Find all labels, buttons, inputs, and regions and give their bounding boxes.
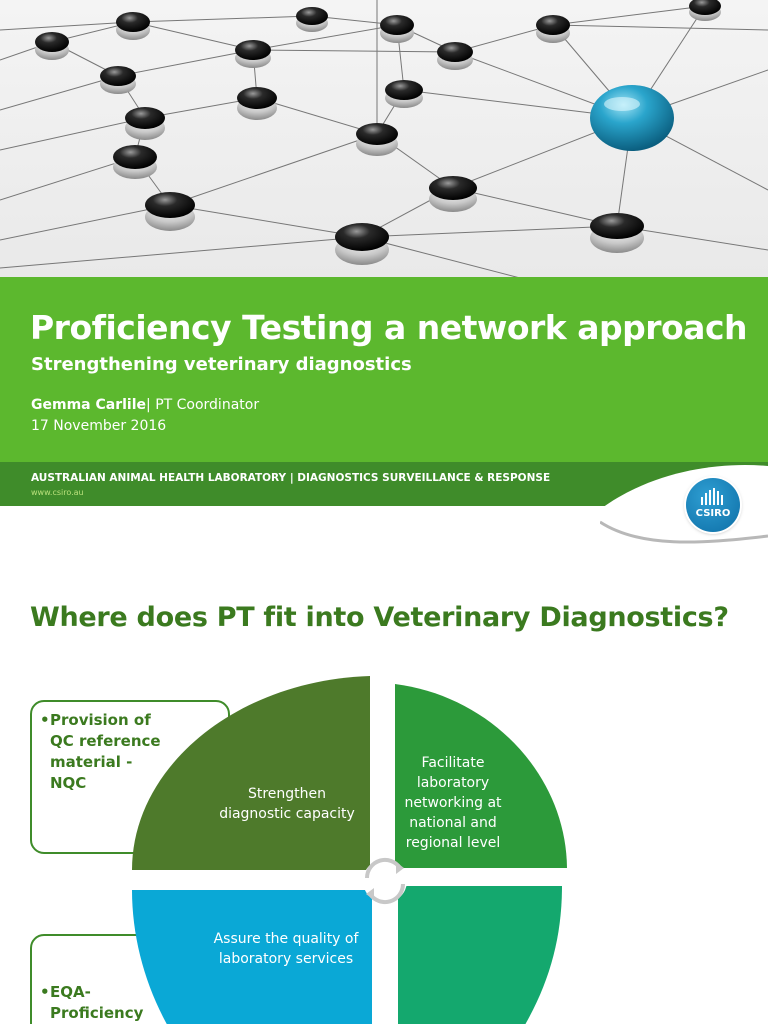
csiro-logo: CSIRO (686, 478, 740, 532)
author-separator: | (146, 397, 151, 413)
bullet-dot: • (40, 983, 50, 1001)
csiro-logo-icon (701, 488, 723, 505)
content-slide: Where does PT fit into Veterinary Diagno… (0, 546, 768, 1024)
author-line: Gemma Carlile| PT Coordinator (31, 397, 259, 413)
bullet-qc-text: Provision of QC reference material - NQC (50, 711, 161, 792)
network-nodes-image (0, 0, 768, 278)
footer-organisation: AUSTRALIAN ANIMAL HEALTH LABORATORY | DI… (31, 472, 551, 484)
presentation-subtitle: Strengthening veterinary diagnostics (31, 354, 412, 375)
quadrant-bottom-right (398, 886, 562, 1024)
quadrant-wheel-diagram (132, 676, 567, 1024)
footer-website: www.csiro.au (31, 488, 84, 497)
cycle-arrows-icon (363, 857, 407, 905)
csiro-logo-text: CSIRO (695, 508, 731, 519)
bullet-dot: • (40, 711, 50, 729)
title-slide: Proficiency Testing a network approach S… (0, 0, 768, 545)
author-name: Gemma Carlile (31, 397, 147, 413)
bullet-qc-reference: •Provision of QC reference material - NQ… (40, 710, 180, 794)
author-role: PT Coordinator (155, 397, 260, 413)
white-swoosh-shape (0, 465, 768, 545)
slide-heading: Where does PT fit into Veterinary Diagno… (30, 602, 729, 633)
quadrant-label-networking: Facilitate laboratory networking at nati… (404, 755, 502, 851)
quadrant-label-quality: Assure the quality of laboratory service… (213, 931, 359, 967)
quadrant-top-left (132, 676, 370, 870)
bullet-eqa-text: EQA- Proficiency (50, 983, 144, 1022)
quadrant-bottom-left (132, 890, 372, 1024)
bullet-eqa: •EQA- Proficiency (40, 982, 180, 1024)
presentation-date: 17 November 2016 (31, 418, 167, 434)
quadrant-label-strengthen: Strengthen diagnostic capacity (219, 786, 355, 822)
presentation-title: Proficiency Testing a network approach (30, 308, 748, 347)
quadrant-top-right (395, 684, 567, 868)
title-band (0, 277, 768, 467)
